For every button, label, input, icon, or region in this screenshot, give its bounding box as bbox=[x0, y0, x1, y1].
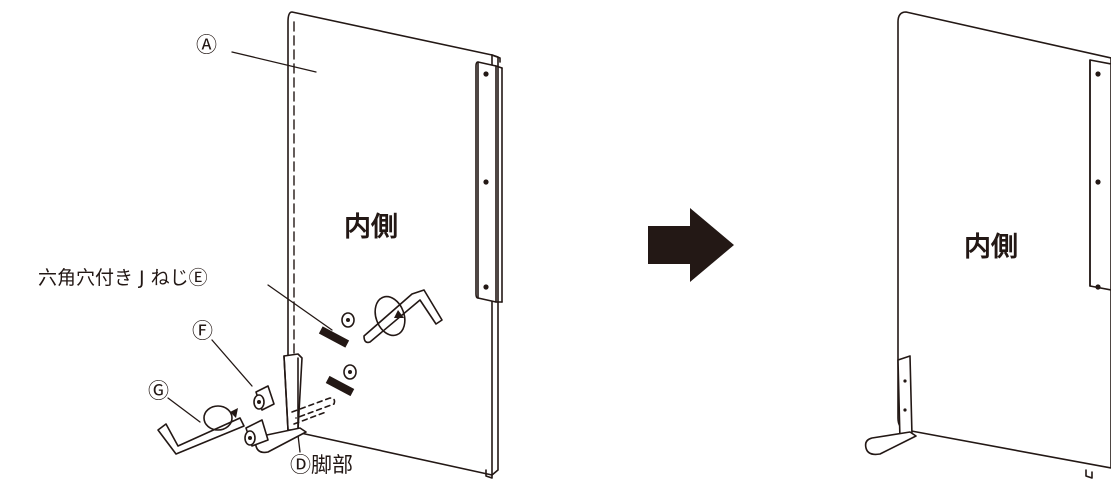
washer-label-leader bbox=[211, 339, 253, 387]
panel-a-leader bbox=[231, 51, 317, 73]
rail-screw-bottom-assembled bbox=[1095, 284, 1101, 290]
rotate-arrow-icon-lower bbox=[203, 405, 233, 431]
left-inner-side-text: 内側 bbox=[344, 212, 398, 243]
hex-key-upper bbox=[363, 289, 443, 344]
bolt-upper bbox=[318, 312, 355, 348]
washer-label: Ⓕ bbox=[192, 319, 213, 343]
washer-upper bbox=[253, 385, 275, 411]
right-arrow-icon bbox=[648, 208, 734, 282]
foot-bracket bbox=[254, 353, 336, 454]
washer-lower bbox=[244, 419, 269, 447]
rail-screw-middle-assembled bbox=[1095, 179, 1101, 185]
rail-screw-bottom bbox=[483, 284, 489, 290]
rail-screw-top-assembled bbox=[1095, 71, 1101, 77]
left-assembly-figure bbox=[157, 11, 503, 479]
side-rail bbox=[475, 61, 503, 303]
right-inner-side-text: 内側 bbox=[964, 232, 1018, 263]
rotate-arrow-icon-upper bbox=[374, 295, 406, 337]
side-rail-assembled bbox=[1089, 59, 1111, 291]
hex-key-lower bbox=[157, 405, 245, 455]
wrench-label: Ⓖ bbox=[148, 379, 169, 403]
bolt-label: 六角穴付き J ねじⒺ bbox=[38, 267, 208, 289]
wrench-label-leader bbox=[167, 397, 201, 423]
right-assembly-figure bbox=[864, 11, 1111, 479]
panel-a bbox=[287, 11, 501, 479]
foot-assembled bbox=[864, 355, 917, 456]
foot-label: Ⓓ脚部 bbox=[290, 453, 353, 477]
rail-screw-top bbox=[483, 71, 489, 77]
bolt-label-leader bbox=[267, 284, 333, 331]
rail-screw-middle bbox=[483, 179, 489, 185]
panel-a-label: Ⓐ bbox=[196, 33, 217, 57]
bolt-lower bbox=[325, 364, 357, 397]
